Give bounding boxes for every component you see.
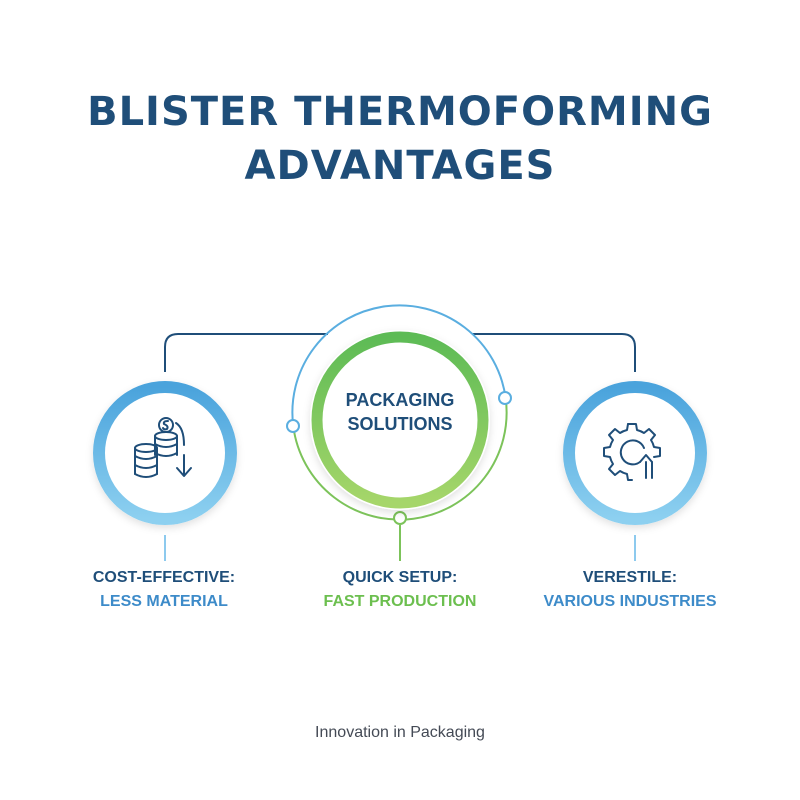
label-verestile-heading: VERESTILE:	[582, 569, 678, 586]
label-cost-effective-heading: COST-EFFECTIVE:	[92, 569, 236, 586]
orbit-dot-bottom	[393, 511, 407, 525]
node-verestile	[563, 381, 707, 525]
title-line-1: BLISTER THERMOFORMING	[87, 89, 713, 135]
center-node-line-1: PACKAGING	[346, 390, 455, 410]
label-cost-effective-subheading: LESS MATERIAL	[100, 593, 228, 610]
coins-down-arrow-icon	[134, 417, 192, 478]
title-line-2: ADVANTAGES	[244, 143, 556, 189]
label-cost-effective: COST-EFFECTIVE: LESS MATERIAL	[34, 566, 294, 614]
node-cost-effective	[93, 381, 237, 525]
label-quick-setup-heading: QUICK SETUP:	[342, 569, 458, 586]
orbit-dot-left	[286, 419, 300, 433]
center-orbit-blue-arc	[291, 304, 507, 427]
center-node-line-2: SOLUTIONS	[347, 414, 452, 434]
label-quick-setup: QUICK SETUP: FAST PRODUCTION	[270, 566, 530, 614]
orbit-dot-right	[498, 391, 512, 405]
connector-left	[164, 333, 328, 372]
label-verestile-subheading: VARIOUS INDUSTRIES	[543, 593, 717, 610]
label-quick-setup-subheading: FAST PRODUCTION	[323, 593, 477, 610]
center-orbit-green-arc	[292, 398, 508, 521]
gear-up-arrow-icon	[603, 423, 661, 481]
node-packaging-solutions: PACKAGING SOLUTIONS	[310, 330, 490, 510]
connector-right	[472, 333, 636, 372]
label-verestile: VERESTILE: VARIOUS INDUSTRIES	[500, 566, 760, 614]
footer-tagline: Innovation in Packaging	[315, 724, 485, 741]
